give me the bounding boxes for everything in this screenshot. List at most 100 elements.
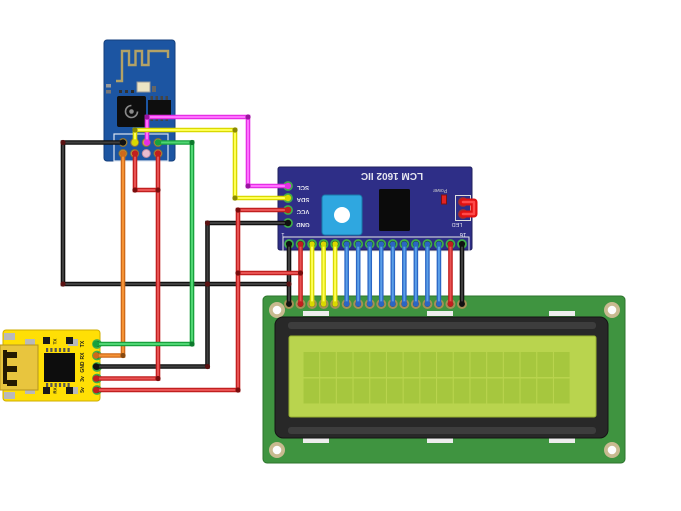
wire-end <box>92 352 100 359</box>
lcd-char-cell <box>370 352 386 377</box>
wire-end <box>154 139 162 146</box>
bendpoint[interactable] <box>297 270 304 276</box>
wire-endpoints <box>92 139 292 394</box>
potentiometer-knob[interactable] <box>334 207 350 223</box>
lcd-pad-mark <box>427 311 453 316</box>
usb-serial-adapter[interactable] <box>0 329 102 402</box>
wire-end <box>320 241 327 247</box>
wire-end <box>284 194 292 202</box>
bendpoint[interactable] <box>232 195 238 201</box>
wire-end <box>389 301 396 307</box>
i2c-chip <box>379 189 410 231</box>
wire-gnd-esp[interactable] <box>60 140 292 287</box>
bendpoint[interactable] <box>120 352 126 359</box>
bendpoint[interactable] <box>232 127 238 133</box>
lcd-char-cell <box>520 352 537 377</box>
wire-end <box>332 301 338 307</box>
usb-contact <box>7 366 17 372</box>
bendpoint[interactable] <box>245 183 251 189</box>
chip-pin <box>54 348 57 352</box>
bendpoint[interactable] <box>155 375 161 382</box>
lcd-char-cell <box>420 352 436 377</box>
bendpoint[interactable] <box>235 387 241 393</box>
wire-end <box>92 375 100 382</box>
esp-pin-bottom-3[interactable] <box>141 149 151 158</box>
lcd-mounting-hole <box>607 445 617 455</box>
lcd-mounting-hole <box>607 305 617 315</box>
esp-logo-center <box>129 109 134 114</box>
bendpoint[interactable] <box>60 139 66 146</box>
bendpoint[interactable] <box>286 281 292 287</box>
chip-pin <box>67 383 70 387</box>
bendpoint[interactable] <box>60 281 66 287</box>
chip-pin <box>155 96 158 100</box>
wire-end <box>343 241 350 247</box>
lcd-char-cell <box>420 378 436 404</box>
lcd-char-cell <box>403 378 420 404</box>
wire-gnd-esp-core <box>62 141 290 285</box>
wire-end <box>355 241 361 247</box>
lcm-pcb[interactable] <box>277 166 473 251</box>
wire-end <box>320 301 327 307</box>
smd-component <box>125 90 128 93</box>
wire-end <box>92 340 100 348</box>
lcd-char-cell <box>487 352 503 377</box>
wire-end <box>459 241 465 247</box>
wire-tx-green-core <box>95 141 193 345</box>
bendpoint[interactable] <box>235 270 241 276</box>
lcd-char-cell <box>537 378 553 404</box>
wire-end <box>401 241 408 247</box>
wire-rx-orange[interactable] <box>93 151 126 358</box>
wire-end <box>366 301 373 307</box>
lcd-char-cell <box>554 378 570 404</box>
wifi-antenna-trace <box>116 49 170 83</box>
chip-pin <box>50 383 53 387</box>
bendpoint[interactable] <box>189 139 195 146</box>
lcd-char-cell <box>503 352 520 377</box>
lcd-char-cell <box>437 352 453 377</box>
wire-end <box>309 241 315 247</box>
bendpoint[interactable] <box>155 187 161 193</box>
wire-end <box>424 241 431 247</box>
bendpoint[interactable] <box>204 281 211 287</box>
wire-end <box>343 301 350 307</box>
lcd1602-display-module[interactable] <box>262 295 626 464</box>
chip-pin <box>160 96 163 100</box>
lcd-char-cell <box>387 378 403 404</box>
wire-end <box>413 301 419 307</box>
bendpoint[interactable] <box>189 341 195 347</box>
lcd-pad-mark <box>549 438 575 443</box>
bendpoint[interactable] <box>204 220 211 226</box>
bendpoint[interactable] <box>245 114 251 120</box>
lcm-header-outline <box>282 236 470 252</box>
lcd-char-cell <box>453 378 470 404</box>
lcd-char-cell <box>303 352 320 377</box>
chip-pin <box>54 383 57 387</box>
wire-end <box>143 139 151 146</box>
wire-end <box>389 241 396 247</box>
lcd-mounting-hole <box>272 445 282 455</box>
wire-end <box>332 241 338 247</box>
smd-resistor <box>106 84 111 88</box>
wire-end <box>309 301 315 307</box>
lcm1602-iic-module[interactable] <box>277 166 478 252</box>
rx-led <box>66 387 73 394</box>
bendpoint[interactable] <box>144 114 150 120</box>
wire-end <box>297 301 304 307</box>
chip-pin <box>67 348 70 352</box>
wire-end <box>436 301 442 307</box>
tx-led <box>43 337 50 344</box>
bendpoint[interactable] <box>204 363 211 370</box>
bendpoint[interactable] <box>132 187 138 193</box>
bendpoint[interactable] <box>235 207 241 213</box>
power-led <box>441 194 447 205</box>
chip-pin <box>150 96 153 100</box>
wire-5v-usb-lcm-core <box>95 209 289 391</box>
wire-end <box>284 219 292 227</box>
wire-end <box>286 241 292 247</box>
bendpoint[interactable] <box>132 127 138 133</box>
wire-tx-green[interactable] <box>93 140 195 347</box>
lcd-char-cell <box>470 378 487 404</box>
